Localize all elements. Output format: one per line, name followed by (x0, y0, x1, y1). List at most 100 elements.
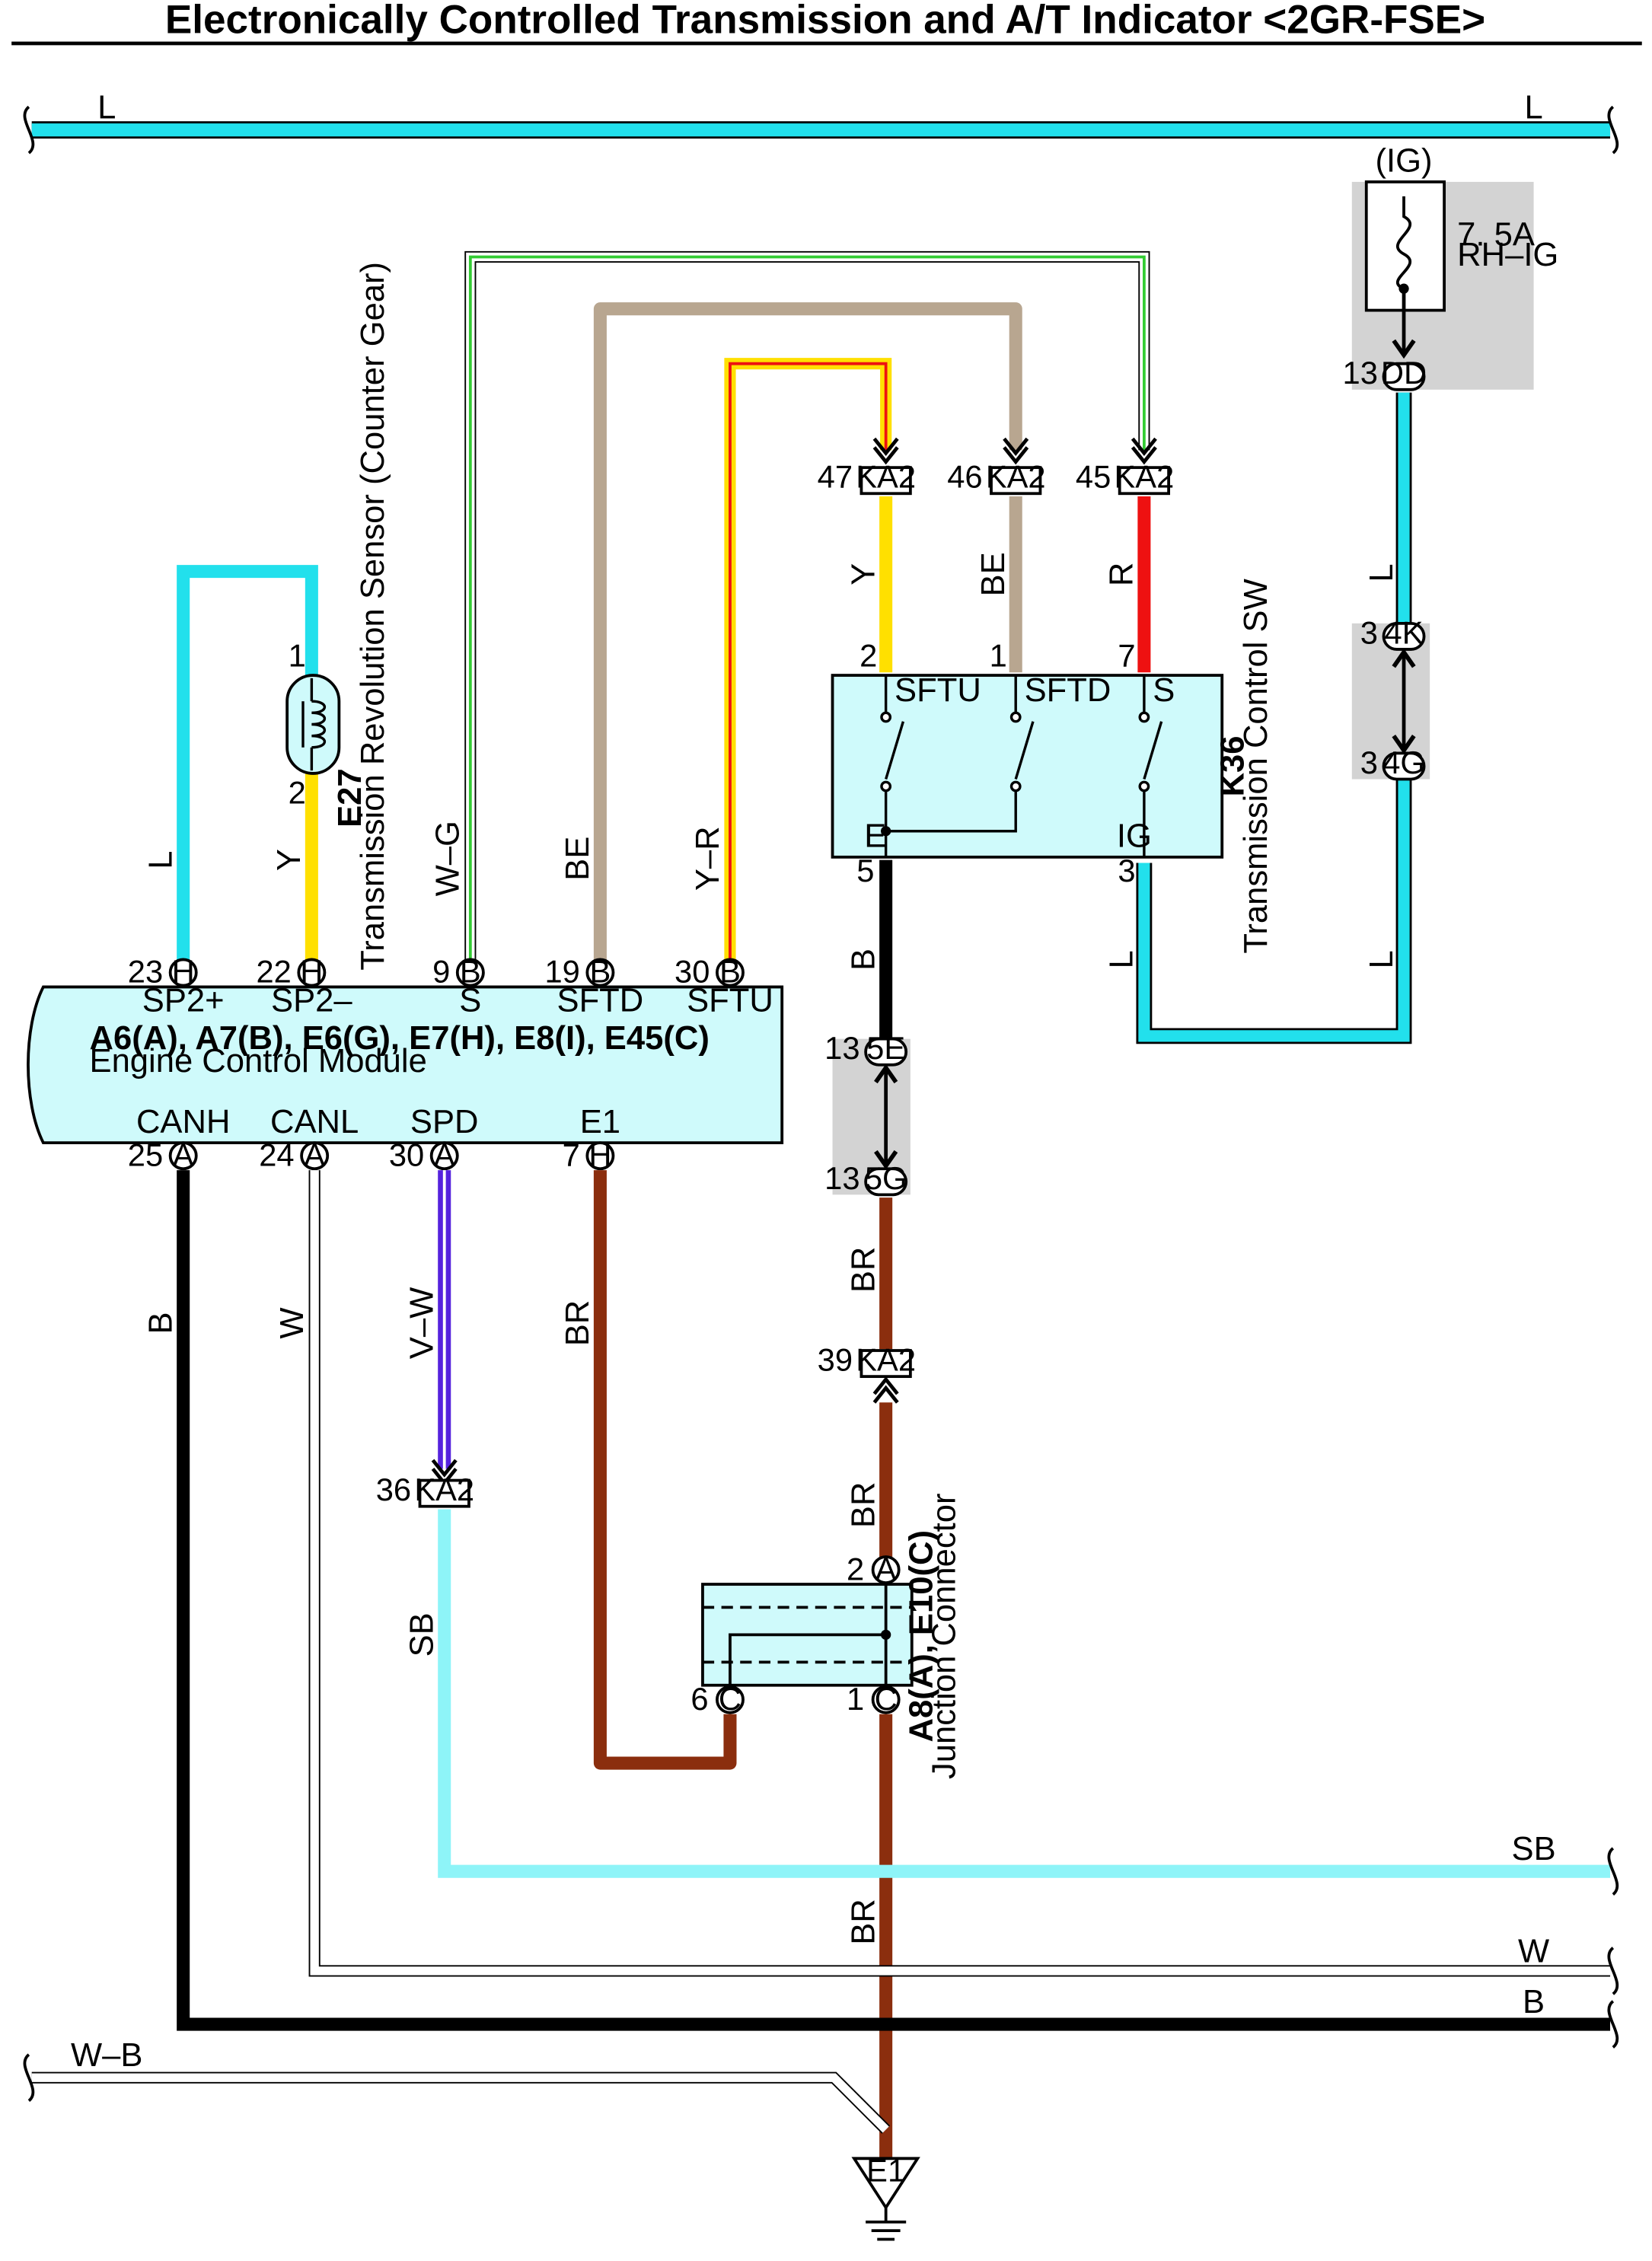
wires-ka2-to-k36: Y BE R (845, 496, 1151, 673)
svg-text:9: 9 (432, 954, 450, 990)
ka2-arrows-top (872, 437, 1157, 465)
svg-text:H: H (172, 954, 195, 990)
svg-text:19: 19 (544, 954, 579, 990)
svg-text:SFTD: SFTD (1025, 672, 1111, 709)
svg-text:L: L (143, 851, 180, 869)
svg-text:7: 7 (1118, 638, 1135, 674)
wire-w-g: W–G (430, 250, 1150, 961)
svg-text:L: L (1104, 950, 1140, 968)
svg-text:13: 13 (1343, 355, 1378, 391)
svg-text:C: C (719, 1681, 741, 1717)
svg-text:45: 45 (1076, 459, 1111, 495)
svg-text:5G: 5G (865, 1160, 907, 1196)
svg-text:E1: E1 (866, 2153, 905, 2189)
svg-text:A: A (434, 1137, 455, 1172)
svg-text:L: L (1524, 90, 1542, 126)
svg-text:5E: 5E (866, 1030, 905, 1066)
svg-text:SB: SB (1512, 1831, 1556, 1867)
svg-text:C: C (875, 1681, 898, 1717)
svg-text:E: E (864, 818, 886, 855)
svg-text:13: 13 (824, 1160, 859, 1196)
svg-text:2: 2 (289, 775, 306, 811)
svg-text:SFTU: SFTU (687, 983, 773, 1019)
svg-text:25: 25 (128, 1137, 163, 1172)
wire-canh-b: B B (143, 1170, 1611, 2031)
svg-text:W–B: W–B (71, 2037, 142, 2074)
svg-text:W–G: W–G (430, 821, 467, 896)
svg-text:IG: IG (1117, 818, 1152, 855)
svg-text:Engine Control Module: Engine Control Module (90, 1043, 427, 1079)
wire-spd-v-w: V–W KA2 36 (376, 1170, 474, 1508)
svg-text:E1: E1 (580, 1104, 620, 1140)
svg-text:W: W (1518, 1934, 1549, 1970)
svg-text:6: 6 (690, 1681, 708, 1717)
wire-canl-w: W W (274, 1170, 1611, 1977)
wire-w-b: W–B (23, 2037, 891, 2134)
engine-control-module: H 23 SP2+ H 22 SP2– B 9 S B 19 SFTD B 30… (27, 954, 784, 1172)
svg-text:2: 2 (859, 638, 877, 674)
svg-text:A: A (875, 1551, 897, 1587)
svg-text:Junction Connector: Junction Connector (926, 1494, 963, 1779)
svg-text:A: A (173, 1137, 194, 1172)
svg-text:L: L (1363, 563, 1400, 582)
svg-text:CANL: CANL (270, 1104, 359, 1140)
svg-text:3: 3 (1360, 745, 1378, 780)
wire-l-fuse-to-k36: L L L (1104, 392, 1412, 1044)
svg-text:39: 39 (818, 1342, 853, 1378)
ka2-connectors-top: KA2 47 KA2 46 KA2 45 (818, 459, 1174, 496)
wire-e1-br: BR (560, 1170, 737, 1770)
svg-text:CANH: CANH (136, 1104, 230, 1140)
ecm-body (27, 985, 784, 1145)
svg-text:A6(A), A7(B), E6(G), E7(H), E8: A6(A), A7(B), E6(G), E7(H), E8(I), E45(C… (90, 1020, 710, 1057)
e27-revolution-sensor: 1 2 E27 Transmission Revolution Sensor (… (143, 262, 392, 971)
svg-text:SB: SB (404, 1612, 441, 1657)
ground-e1: E1 (851, 2153, 920, 2241)
svg-text:S: S (1153, 672, 1175, 709)
fuse-icon (1396, 196, 1411, 290)
svg-text:47: 47 (818, 459, 853, 495)
svg-text:2: 2 (847, 1551, 864, 1587)
svg-text:A: A (304, 1137, 325, 1172)
svg-text:B: B (845, 949, 882, 971)
coil-icon (311, 700, 327, 749)
svg-text:RH–IG: RH–IG (1457, 237, 1558, 273)
svg-text:BE: BE (560, 837, 596, 881)
svg-text:B: B (719, 954, 741, 990)
svg-text:K36: K36 (1215, 735, 1252, 796)
svg-text:23: 23 (128, 954, 163, 990)
svg-text:A8(A), E10(C): A8(A), E10(C) (903, 1530, 939, 1742)
svg-text:L: L (97, 90, 116, 126)
svg-text:H: H (588, 1137, 611, 1172)
svg-text:V–W: V–W (404, 1287, 441, 1359)
wire-br-5g-to-ka2: BR KA2 39 BR (818, 1197, 916, 1558)
svg-text:B: B (1523, 1984, 1545, 2020)
wire-y-r: Y–R (690, 358, 892, 961)
svg-text:SFTD: SFTD (557, 983, 644, 1019)
svg-text:BR: BR (560, 1300, 596, 1347)
svg-text:KA2: KA2 (414, 1472, 474, 1507)
connector-4k-4g: 4K 3 4G 3 (1351, 614, 1430, 781)
svg-text:SP2+: SP2+ (142, 983, 225, 1019)
svg-text:B: B (589, 954, 611, 990)
svg-text:36: 36 (376, 1472, 411, 1507)
svg-text:46: 46 (947, 459, 982, 495)
svg-text:7. 5A: 7. 5A (1457, 216, 1535, 253)
svg-text:B: B (143, 1312, 180, 1334)
svg-text:1: 1 (847, 1681, 864, 1717)
svg-text:BR: BR (845, 1247, 882, 1293)
svg-text:5: 5 (856, 853, 874, 888)
break-symbol-right (1607, 105, 1619, 155)
wire-br-to-ground: BR (845, 1714, 893, 2159)
fuse-rh-ig: (IG) 7. 5A RH–IG DD 13 (1343, 143, 1558, 391)
wire-be: BE (560, 302, 1022, 961)
svg-text:Y: Y (271, 849, 308, 871)
svg-text:KA2: KA2 (1114, 459, 1174, 495)
svg-text:Transmission Revolution Sensor: Transmission Revolution Sensor (Counter … (355, 262, 391, 971)
svg-text:Y: Y (845, 563, 882, 585)
svg-text:3: 3 (1118, 853, 1135, 888)
svg-text:1: 1 (990, 638, 1007, 674)
connector-dd (1382, 362, 1426, 391)
svg-text:Transmission Control SW: Transmission Control SW (1238, 579, 1274, 953)
break-symbol-wb (23, 2053, 35, 2102)
svg-text:13: 13 (824, 1030, 859, 1066)
